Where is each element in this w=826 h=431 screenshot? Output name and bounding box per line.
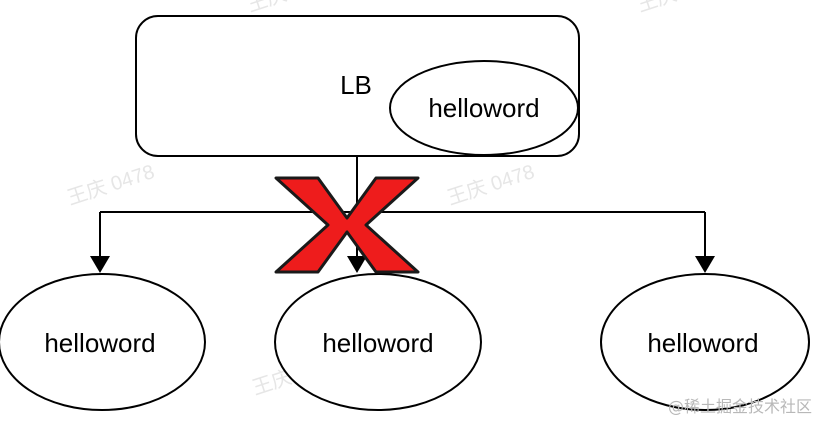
backend-node: helloword: [600, 273, 810, 411]
watermark-text: 王庆 0478: [64, 160, 157, 210]
backend-node-label: helloword: [647, 328, 758, 358]
load-balancer-inner-node-label: helloword: [428, 93, 539, 123]
connectors: [99, 156, 706, 258]
backend-node: helloword: [274, 273, 482, 411]
backend-node-ellipse: [0, 273, 206, 411]
arrowhead-right: [695, 256, 715, 273]
arrowhead-left: [90, 256, 110, 273]
arrowhead-center: [347, 256, 367, 273]
x-mark-icon: [274, 176, 420, 274]
backend-node: helloword: [0, 273, 206, 411]
load-balancer-inner-node: [389, 60, 579, 156]
backend-node-ellipse: [600, 273, 810, 411]
backend-node-label: helloword: [44, 328, 155, 358]
load-balancer-label: LB: [340, 70, 372, 100]
load-balancer: LB helloword: [135, 15, 580, 157]
watermark-text: 王庆 0478: [244, 0, 337, 17]
footer-watermark: @稀土掘金技术社区: [668, 397, 812, 416]
arrowheads: [90, 256, 715, 273]
backend-node-label: helloword: [322, 328, 433, 358]
watermark-text: 王庆 0478: [444, 160, 537, 210]
watermark-text: 王庆 0478: [634, 0, 727, 17]
backend-node-ellipse: [274, 273, 482, 411]
